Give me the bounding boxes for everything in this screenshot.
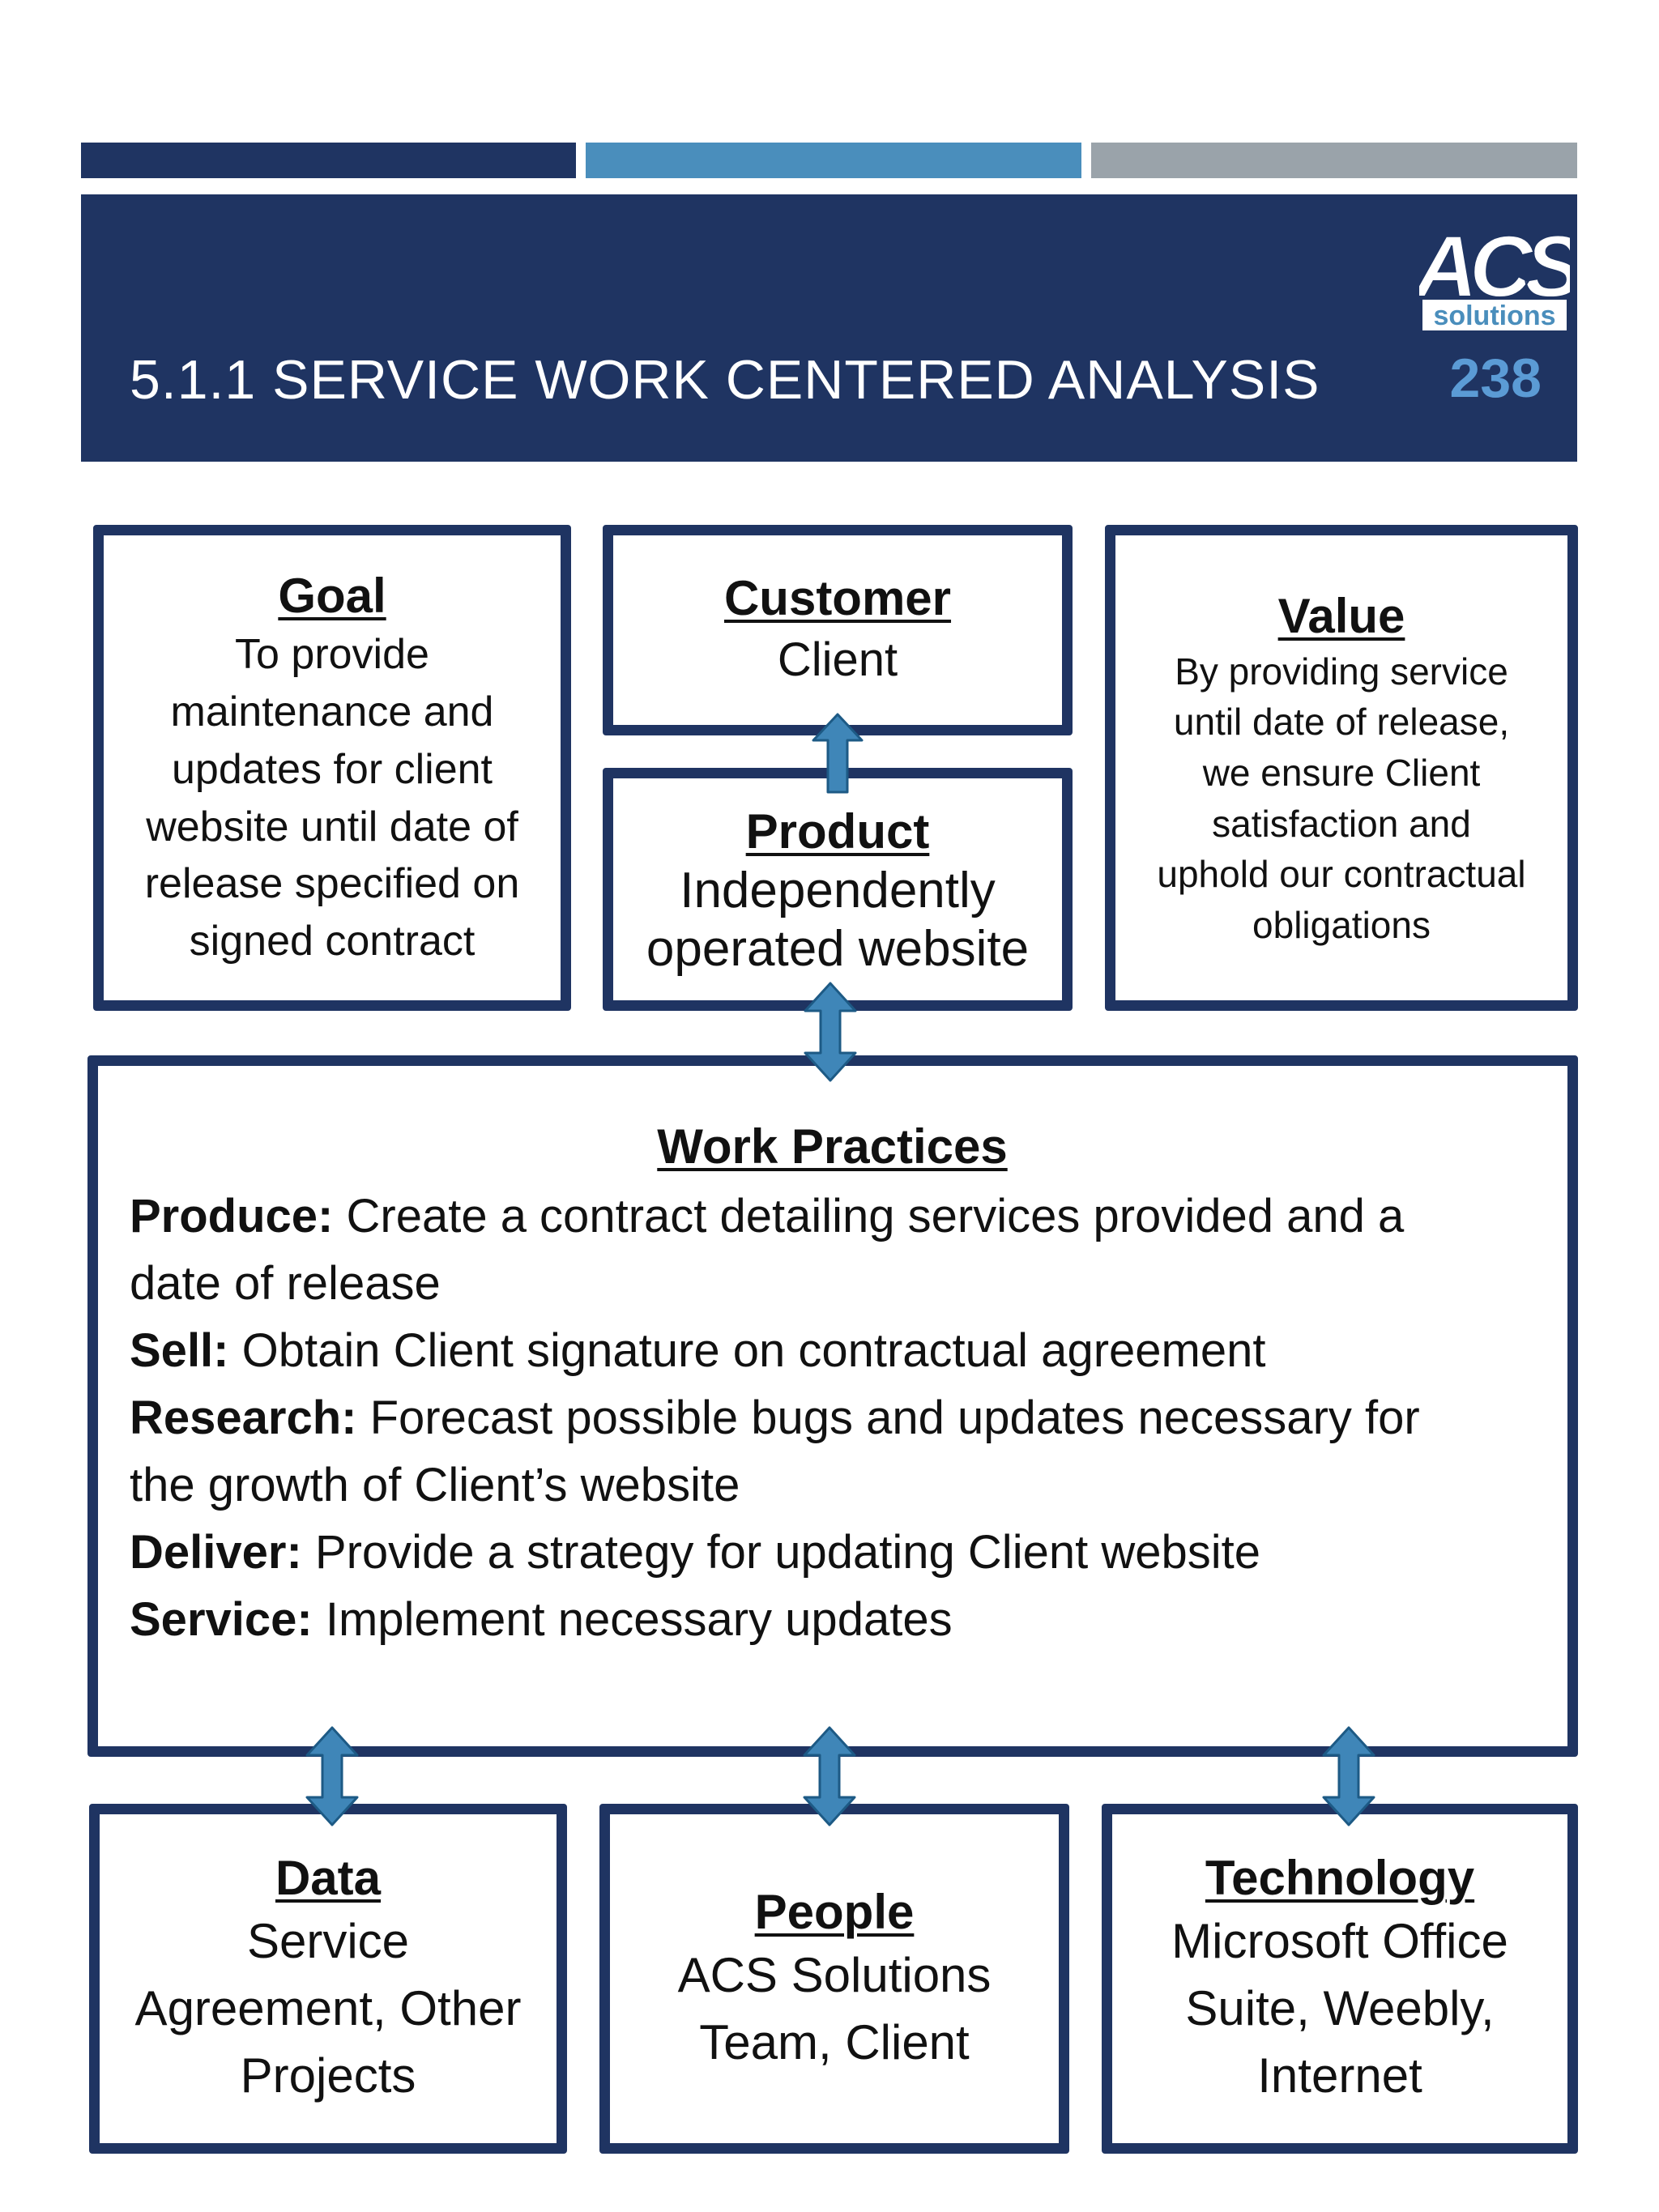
value-line: obligations	[1252, 903, 1431, 946]
work-practice-line: Produce: Create a contract detailing ser…	[130, 1183, 1535, 1250]
data-line: Service	[246, 1914, 410, 1969]
work-practice-line: the growth of Client’s website	[130, 1451, 1535, 1519]
people-title: People	[754, 1884, 915, 1939]
page-number: 238	[1449, 347, 1542, 409]
work-practice-text: Provide a strategy for updating Client w…	[301, 1526, 1260, 1579]
work-practice-label: Sell:	[130, 1324, 229, 1377]
work-practice-text: Implement necessary updates	[312, 1593, 953, 1646]
work-practice-line: date of release	[130, 1250, 1535, 1317]
double-arrow-work-data	[305, 1726, 359, 1826]
product-title: Product	[745, 803, 930, 859]
goal-line: website until date of	[146, 803, 518, 850]
double-arrow-work-technology	[1322, 1726, 1375, 1826]
accent-bar-blue	[586, 143, 1081, 178]
work-practice-line: Service: Implement necessary updates	[130, 1586, 1535, 1653]
data-line: Agreement, Other	[134, 1981, 522, 2036]
work-practices-box: Work Practices Produce: Create a contrac…	[87, 1055, 1578, 1757]
data-box: Data Service Agreement, Other Projects	[89, 1804, 567, 2154]
goal-line: release specified on	[144, 860, 520, 908]
work-practice-text: the growth of Client’s website	[130, 1459, 740, 1511]
work-practice-text: Obtain Client signature on contractual a…	[228, 1324, 1266, 1377]
goal-line: updates for client	[171, 745, 493, 793]
goal-line: signed contract	[189, 917, 476, 965]
logo-text: ACS	[1419, 219, 1570, 315]
people-line: Team, Client	[699, 2014, 970, 2069]
product-line: Independently	[680, 862, 996, 918]
people-box: People ACS Solutions Team, Client	[599, 1804, 1069, 2154]
technology-line: Internet	[1257, 2048, 1422, 2103]
goal-line: To provide	[235, 631, 429, 679]
double-arrow-product-work	[804, 982, 857, 1082]
customer-title: Customer	[723, 571, 952, 626]
work-practice-text: Create a contract detailing services pro…	[333, 1190, 1405, 1242]
technology-title: Technology	[1205, 1851, 1475, 1906]
work-practice-label: Research:	[130, 1392, 357, 1444]
data-line: Projects	[240, 2048, 416, 2103]
work-practice-label: Service:	[130, 1593, 313, 1646]
title-banner: ACS solutions 5.1.1 SERVICE WORK CENTERE…	[81, 194, 1591, 462]
people-line: ACS Solutions	[677, 1947, 992, 2002]
value-line: uphold our contractual	[1157, 853, 1526, 896]
value-line: until date of release,	[1173, 701, 1510, 744]
customer-box: Customer Client	[603, 525, 1073, 735]
data-title: Data	[275, 1851, 382, 1906]
acs-solutions-logo: ACS solutions	[1411, 216, 1591, 332]
work-practice-line: Research: Forecast possible bugs and upd…	[130, 1384, 1535, 1451]
accent-bar-navy	[81, 143, 576, 178]
value-line: By providing service	[1175, 650, 1508, 693]
technology-box: Technology Microsoft Office Suite, Weebl…	[1102, 1804, 1578, 2154]
work-practice-text: date of release	[130, 1257, 441, 1310]
double-arrow-work-people	[803, 1726, 856, 1826]
product-box: Product Independently operated website	[603, 768, 1073, 1011]
work-practices-title: Work Practices	[657, 1119, 1008, 1174]
up-arrow-product-to-customer	[812, 713, 864, 794]
technology-line: Microsoft Office	[1171, 1914, 1508, 1969]
goal-line: maintenance and	[170, 688, 494, 736]
value-title: Value	[1277, 588, 1405, 643]
work-practice-line: Sell: Obtain Client signature on contrac…	[130, 1317, 1535, 1384]
value-line: satisfaction and	[1212, 802, 1471, 845]
goal-title: Goal	[278, 569, 386, 624]
work-practice-line: Deliver: Provide a strategy for updating…	[130, 1519, 1535, 1586]
page-title: 5.1.1 SERVICE WORK CENTERED ANALYSIS	[130, 349, 1320, 411]
work-practice-text: Forecast possible bugs and updates neces…	[356, 1392, 1420, 1444]
product-line: operated website	[646, 920, 1030, 977]
work-practice-label: Produce:	[130, 1190, 334, 1242]
logo-subtext: solutions	[1433, 300, 1555, 331]
technology-line: Suite, Weebly,	[1185, 1981, 1495, 2036]
value-box: Value By providing service until date of…	[1105, 525, 1578, 1011]
customer-line: Client	[777, 633, 898, 687]
value-line: we ensure Client	[1202, 751, 1481, 794]
accent-bar-gray	[1091, 143, 1577, 178]
work-practice-label: Deliver:	[130, 1526, 302, 1579]
goal-box: Goal To provide maintenance and updates …	[93, 525, 571, 1011]
